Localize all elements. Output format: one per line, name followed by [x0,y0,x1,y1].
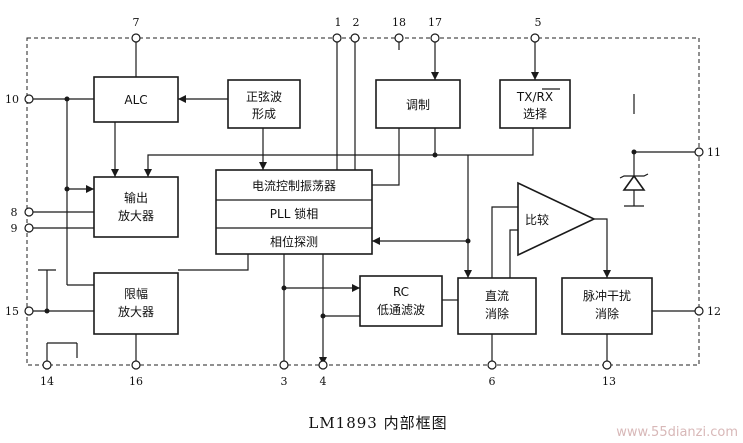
output-amp-label-1: 输出 [124,190,148,205]
pin-10-terminal [24,94,34,104]
pin-16-terminal [131,360,141,370]
limiter-label-2: 放大器 [118,304,154,319]
pin-5-label: 5 [535,16,542,29]
pll-label: PLL 锁相 [270,206,318,221]
pin-3-label: 3 [281,375,288,388]
dc-cancel-block: 直流 消除 [457,277,537,335]
alc-block: ALC [93,76,179,123]
modulation-label: 调制 [406,98,430,112]
pulse-noise-cancel-block: 脉冲干扰 消除 [561,277,653,335]
pin-2-terminal [350,33,360,43]
pin-4-label: 4 [320,375,327,388]
oscillator-pll-phase-block: 电流控制振荡器 PLL 锁相 相位探测 [215,169,373,255]
pin-9-terminal [24,223,34,233]
pin-6-terminal [487,360,497,370]
sine-label-1: 正弦波 [246,89,282,104]
pin-18-terminal [394,33,404,43]
pulse-label-1: 脉冲干扰 [583,288,631,303]
txrx-label-2: 选择 [523,107,547,121]
txrx-label-1: TX/RX [516,90,553,104]
limiter-label-1: 限幅 [124,286,148,301]
pulse-label-2: 消除 [595,306,619,321]
rc-lowpass-block: RC 低通滤波 [359,275,443,327]
pin-12-label: 12 [707,305,721,318]
pin-1-label: 1 [335,16,342,29]
sine-label-2: 形成 [252,107,276,121]
rc-label-2: 低通滤波 [377,303,425,317]
pin-14-terminal [42,360,52,370]
pin-18-label: 18 [392,16,406,29]
pins: 7 1 2 18 17 5 10 8 9 15 11 12 14 16 3 4 [5,16,721,388]
chip-boundary [26,37,700,366]
dc-label-1: 直流 [485,289,509,303]
pin-7-terminal [131,33,141,43]
zener-diode-icon [619,173,649,191]
pin-13-label: 13 [602,375,616,388]
dc-label-2: 消除 [485,306,509,321]
watermark: www.55dianzi.com [616,425,738,440]
pin-3-terminal [279,360,289,370]
signal-arrows [86,72,611,365]
pin-11-label: 11 [707,146,721,159]
pin-2-label: 2 [353,16,360,29]
pin-14-label: 14 [40,375,54,388]
output-amp-label-2: 放大器 [118,208,154,223]
alc-label: ALC [124,93,147,107]
pin-17-label: 17 [428,16,442,29]
pin-6-label: 6 [489,375,496,388]
pin-8-terminal [24,207,34,217]
pin-4-terminal [318,360,328,370]
pin-9-label: 9 [11,222,18,235]
diagram-caption: LM1893 内部框图 [308,414,447,432]
pin-13-terminal [602,360,612,370]
pin-17-terminal [430,33,440,43]
pin-1-terminal [332,33,342,43]
sine-formation-block: 正弦波 形成 [227,79,301,129]
pin-16-label: 16 [129,375,143,388]
limiter-amplifier-block: 限幅 放大器 [93,272,179,335]
pin-8-label: 8 [11,206,18,219]
pin-15-terminal [24,306,34,316]
phase-detector-label: 相位探测 [270,234,318,249]
pin-15-label: 15 [5,305,19,318]
pin-12-terminal [694,306,704,316]
pin-7-label: 7 [133,16,140,29]
comparator-block: 比较 [517,181,596,257]
rc-label-1: RC [393,285,409,299]
pin-5-terminal [530,33,540,43]
wiring [29,38,699,365]
modulation-block: 调制 [375,79,461,129]
txrx-select-block: TX/RX 选择 [499,79,571,129]
comparator-label: 比较 [525,212,549,227]
junction-dots [44,96,637,319]
output-amplifier-block: 输出 放大器 [93,176,179,238]
pin-10-label: 10 [5,93,19,106]
oscillator-label: 电流控制振荡器 [252,179,336,193]
pin-11-terminal [694,147,704,157]
